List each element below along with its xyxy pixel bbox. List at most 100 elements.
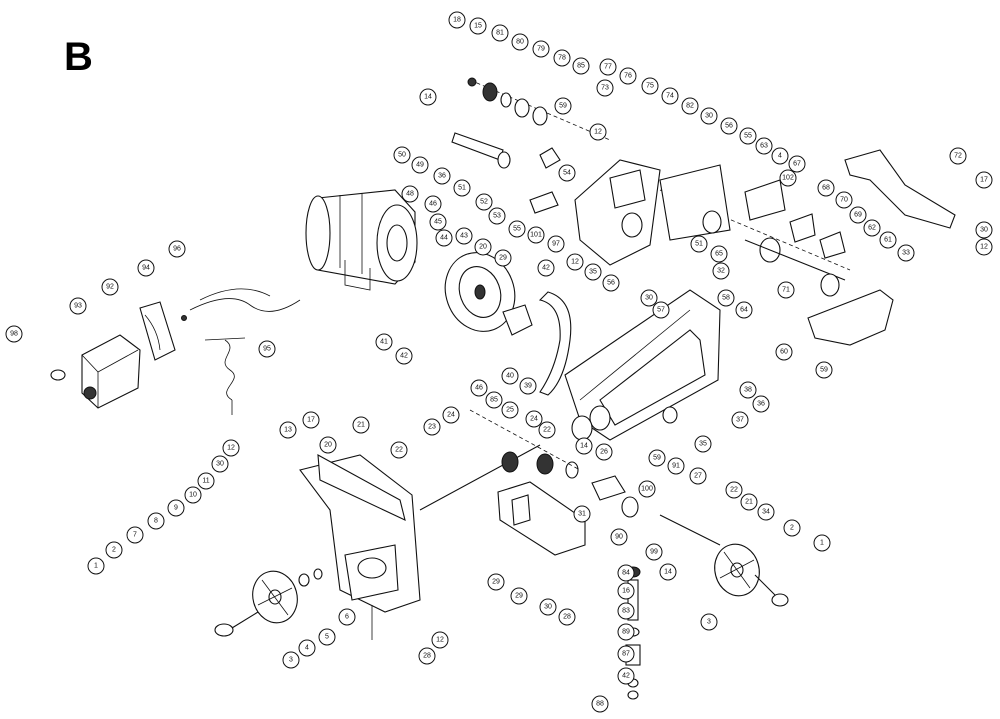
callout-circle <box>453 179 471 197</box>
callout-circle <box>897 244 915 262</box>
right-handwheel-part <box>659 514 789 607</box>
callout-c3b: 3 <box>282 651 300 669</box>
callout-circle <box>739 381 757 399</box>
callout-circle <box>596 79 614 97</box>
callout-c76: 76 <box>619 67 637 85</box>
callout-c2b: 2 <box>105 541 123 559</box>
callout-circle <box>652 301 670 319</box>
callout-label: 63 <box>760 143 768 150</box>
callout-c24a: 24 <box>442 406 460 424</box>
section-letter: B <box>64 35 93 79</box>
callout-circle <box>485 391 503 409</box>
callout-label: 46 <box>475 385 483 392</box>
callout-circle <box>197 472 215 490</box>
callout-label: 34 <box>762 509 770 516</box>
callout-circle <box>487 573 505 591</box>
callout-label: 90 <box>615 534 623 541</box>
callout-c42c: 42 <box>617 667 635 685</box>
callout-label: 70 <box>840 197 848 204</box>
callout-label: 87 <box>622 651 630 658</box>
callout-label: 56 <box>725 123 733 130</box>
callout-label: 31 <box>578 511 586 518</box>
callout-circle <box>975 171 993 189</box>
callout-label: 80 <box>516 39 524 46</box>
callout-circle <box>788 155 806 173</box>
callout-circle <box>553 49 571 67</box>
callout-label: 85 <box>577 63 585 70</box>
callout-c8: 8 <box>147 512 165 530</box>
callout-c34: 34 <box>757 503 775 521</box>
callout-circle <box>775 343 793 361</box>
callout-label: 78 <box>558 55 566 62</box>
callout-label: 22 <box>543 427 551 434</box>
callout-c17a: 17 <box>975 171 993 189</box>
callout-label: 28 <box>423 653 431 660</box>
callout-c40: 40 <box>501 367 519 385</box>
callout-circle <box>433 167 451 185</box>
callout-circle <box>661 87 679 105</box>
callout-label: 101 <box>530 232 542 239</box>
callout-label: 24 <box>530 416 538 423</box>
callout-c87: 87 <box>617 645 635 663</box>
callout-label: 51 <box>458 185 466 192</box>
callout-circle <box>547 235 565 253</box>
callout-c26: 26 <box>595 443 613 461</box>
callout-circle <box>510 587 528 605</box>
callout-circle <box>475 193 493 211</box>
callout-circle <box>835 191 853 209</box>
callout-c37: 37 <box>731 411 749 429</box>
part-number-callouts: 1815818079788514597776757374823056556346… <box>5 11 993 713</box>
callout-c12b: 12 <box>566 253 584 271</box>
callout-label: 59 <box>653 455 661 462</box>
callout-label: 94 <box>142 265 150 272</box>
callout-label: 97 <box>552 241 560 248</box>
callout-label: 12 <box>980 244 988 251</box>
callout-label: 77 <box>604 64 612 71</box>
callout-circle <box>470 379 488 397</box>
callout-label: 4 <box>778 153 782 160</box>
callout-circle <box>69 297 87 315</box>
callout-c42a: 42 <box>537 259 555 277</box>
callout-circle <box>375 333 393 351</box>
callout-circle <box>757 503 775 521</box>
callout-c15a: 15 <box>469 17 487 35</box>
callout-circle <box>717 289 735 307</box>
callout-label: 33 <box>902 250 910 257</box>
callout-label: 60 <box>780 349 788 356</box>
callout-c41: 41 <box>375 333 393 351</box>
callout-circle <box>739 127 757 145</box>
callout-circle <box>279 421 297 439</box>
callout-label: 20 <box>324 442 332 449</box>
motor-part <box>305 189 418 291</box>
callout-circle <box>584 263 602 281</box>
callout-c85b: 85 <box>485 391 503 409</box>
callout-label: 59 <box>559 103 567 110</box>
callout-label: 22 <box>395 447 403 454</box>
callout-c38: 38 <box>739 381 757 399</box>
callout-c43: 43 <box>455 227 473 245</box>
callout-label: 7 <box>133 532 137 539</box>
callout-circle <box>168 240 186 258</box>
callout-circle <box>641 77 659 95</box>
callout-label: 37 <box>736 417 744 424</box>
callout-circle <box>740 493 758 511</box>
callout-circle <box>423 418 441 436</box>
callout-c85a: 85 <box>572 57 590 75</box>
callout-c60: 60 <box>775 343 793 361</box>
callout-label: 3 <box>707 619 711 626</box>
callout-c44: 44 <box>435 229 453 247</box>
callout-c56b: 56 <box>602 274 620 292</box>
callout-c75: 75 <box>641 77 659 95</box>
callout-label: 2 <box>790 525 794 532</box>
callout-circle <box>298 639 316 657</box>
callout-label: 14 <box>664 569 672 576</box>
callout-c65: 65 <box>710 245 728 263</box>
callout-c63: 63 <box>755 137 773 155</box>
callout-label: 46 <box>429 201 437 208</box>
callout-label: 9 <box>174 505 178 512</box>
callout-label: 52 <box>480 199 488 206</box>
callout-c21a: 21 <box>352 416 370 434</box>
callout-c12d: 12 <box>222 439 240 457</box>
callout-label: 93 <box>74 303 82 310</box>
callout-c55a: 55 <box>739 127 757 145</box>
